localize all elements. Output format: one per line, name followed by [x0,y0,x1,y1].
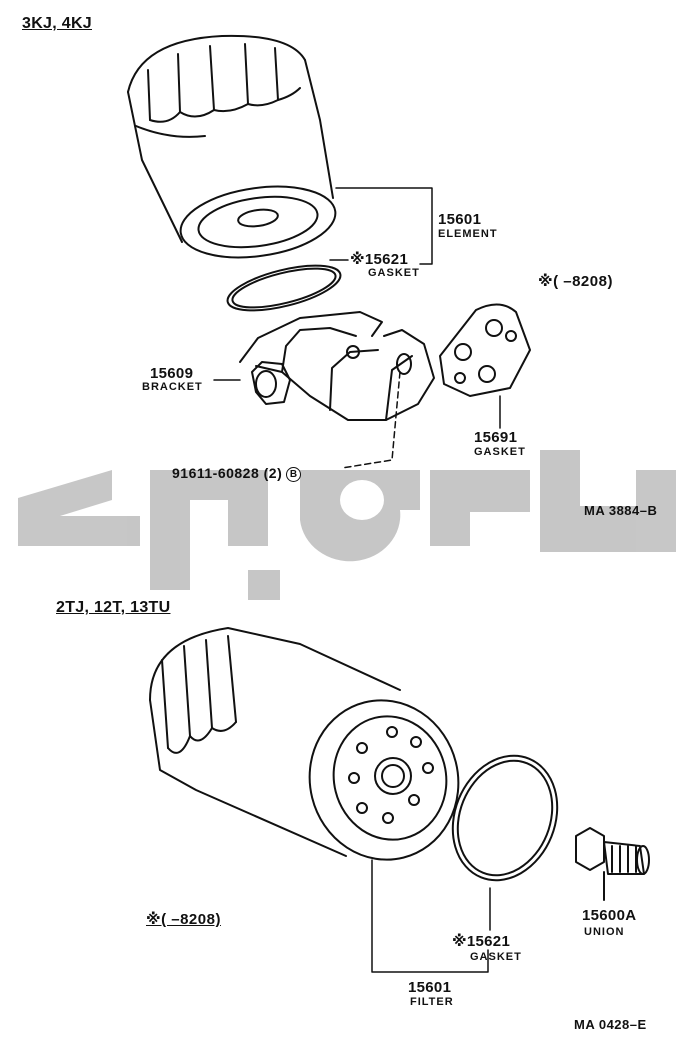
element-canister [127,34,337,259]
bracket-body [239,311,435,421]
section-title-bottom: 2TJ, 12T, 13TU [56,599,171,616]
gasket-plate-part-number: 15691 [474,429,518,446]
bottom-applicability-note: ※( –8208) [146,911,221,928]
union-part-number: 15600A [582,907,637,924]
gasket-plate-part-desc: GASKET [474,446,526,458]
filter-part-desc: FILTER [410,996,454,1008]
gasket-plate [439,303,531,397]
element-part-number: 15601 [438,211,482,228]
bolt-mark-badge: B [286,466,302,482]
bolt-part-number: 91611-60828 (2)B [172,465,302,482]
filter-part-number: 15601 [408,979,452,996]
filter-canister [149,627,460,861]
bottom-gasket-ring [451,754,559,882]
top-figure-ref: MA 3884–B [584,503,658,518]
top-leaders [213,187,501,469]
union-part-desc: UNION [584,926,625,938]
union-fitting [575,827,650,901]
watermark-logo [18,450,676,600]
top-applicability-note: ※( –8208) [538,273,613,290]
top-gasket-part-desc: GASKET [368,267,420,279]
bracket-part-number: 15609 [150,365,194,382]
top-gasket-part-number: ※15621 [350,251,409,268]
bottom-leaders [371,859,491,973]
section-title-top: 3KJ, 4KJ [22,15,92,32]
bottom-figure-ref: MA 0428–E [574,1017,647,1032]
element-part-desc: ELEMENT [438,228,498,240]
bolt-number-text: 91611-60828 (2) [172,465,283,481]
bottom-gasket-part-number: ※15621 [452,933,511,950]
top-gasket-ring [226,264,342,312]
bottom-gasket-part-desc: GASKET [470,951,522,963]
bracket-part-desc: BRACKET [142,381,203,393]
